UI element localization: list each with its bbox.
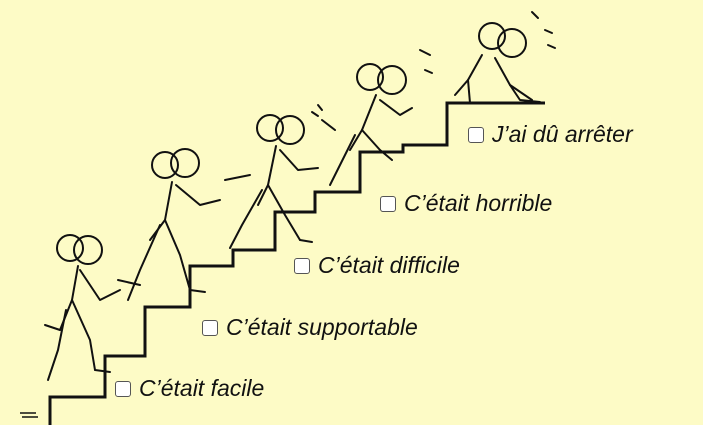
checkbox-horrible[interactable] xyxy=(380,195,396,212)
option-supportable[interactable]: C’était supportable xyxy=(202,316,418,339)
checkbox-facile[interactable] xyxy=(115,380,131,397)
climber-figure xyxy=(44,234,121,381)
option-horrible[interactable]: C’était horrible xyxy=(380,192,552,215)
option-difficile[interactable]: C’était difficile xyxy=(294,254,460,277)
option-label: C’était difficile xyxy=(318,252,460,278)
option-label: J’ai dû arrêter xyxy=(492,121,633,147)
option-facile[interactable]: C’était facile xyxy=(115,377,264,400)
climber-figure xyxy=(224,114,319,249)
climber-figure xyxy=(419,11,556,104)
checkbox-arreter[interactable] xyxy=(468,126,484,143)
option-label: C’était horrible xyxy=(404,190,553,216)
climber-figure xyxy=(311,63,413,186)
option-arreter[interactable]: J’ai dû arrêter xyxy=(468,123,633,146)
option-label: C’était facile xyxy=(139,375,265,401)
option-label: C’était supportable xyxy=(226,314,418,340)
staircase xyxy=(48,101,545,425)
checkbox-supportable[interactable] xyxy=(202,319,218,336)
climber-figure xyxy=(117,148,221,301)
checkbox-difficile[interactable] xyxy=(294,257,310,274)
